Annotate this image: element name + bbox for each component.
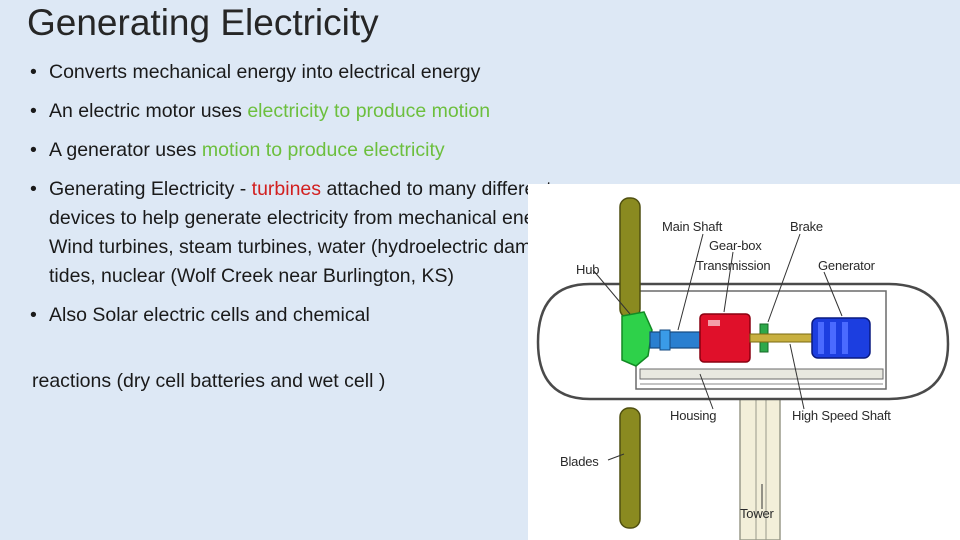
bullet-item: • Also Solar electric cells and chemical (30, 301, 590, 330)
leader-lines (592, 233, 843, 509)
bullet-dot: • (30, 178, 37, 200)
bullet-highlight: motion to produce electricity (201, 139, 445, 161)
main-shaft-shape (649, 331, 701, 349)
bullet-item: • Generating Electricity - turbines atta… (30, 175, 590, 291)
blade-lower (619, 407, 641, 529)
label-hub: Hub (576, 262, 599, 277)
blade-upper (619, 197, 641, 319)
bullet-text: A generator uses (49, 139, 202, 161)
bullet-highlight: electricity to produce motion (247, 100, 491, 122)
bullet-text: An electric motor uses (49, 100, 248, 122)
gearbox-shape (699, 313, 751, 363)
label-transmission: Transmission (696, 258, 770, 273)
bullet-list: • Converts mechanical energy into electr… (30, 58, 590, 340)
bullet-text: attached to many different devices to he… (49, 178, 568, 287)
bullet-text: Generating Electricity - (49, 178, 252, 200)
label-gear-box: Gear-box (709, 238, 762, 253)
bullet-item: • A generator uses motion to produce ele… (30, 136, 590, 165)
bullet-highlight: turbines (251, 178, 322, 200)
bullet-item: • Converts mechanical energy into electr… (30, 58, 590, 87)
label-main-shaft: Main Shaft (662, 219, 723, 234)
bullet-text: Also Solar electric cells and chemical (49, 304, 370, 326)
bullet-text: Converts mechanical energy into electric… (49, 61, 481, 83)
slide-title: Generating Electricity (27, 2, 379, 43)
turbine-illustration: Main Shaft Brake Gear-box Transmission G… (536, 197, 950, 540)
label-housing: Housing (670, 408, 716, 423)
bullet-dot: • (30, 139, 37, 161)
bullet-item: • An electric motor uses electricity to … (30, 97, 590, 126)
label-high-speed-shaft: High Speed Shaft (792, 408, 891, 423)
label-brake: Brake (790, 219, 823, 234)
bullet-dot: • (30, 61, 37, 83)
hub-shape (621, 311, 653, 367)
bullet-dot: • (30, 100, 37, 122)
bullet-continuation: reactions (dry cell batteries and wet ce… (32, 370, 386, 392)
generator-shape (811, 317, 871, 359)
label-blades: Blades (560, 454, 599, 469)
label-generator: Generator (818, 258, 876, 273)
high-speed-shaft-shape (749, 333, 813, 343)
wind-turbine-diagram: Main Shaft Brake Gear-box Transmission G… (528, 184, 960, 540)
bullet-dot: • (30, 304, 37, 326)
label-tower: Tower (740, 506, 775, 521)
